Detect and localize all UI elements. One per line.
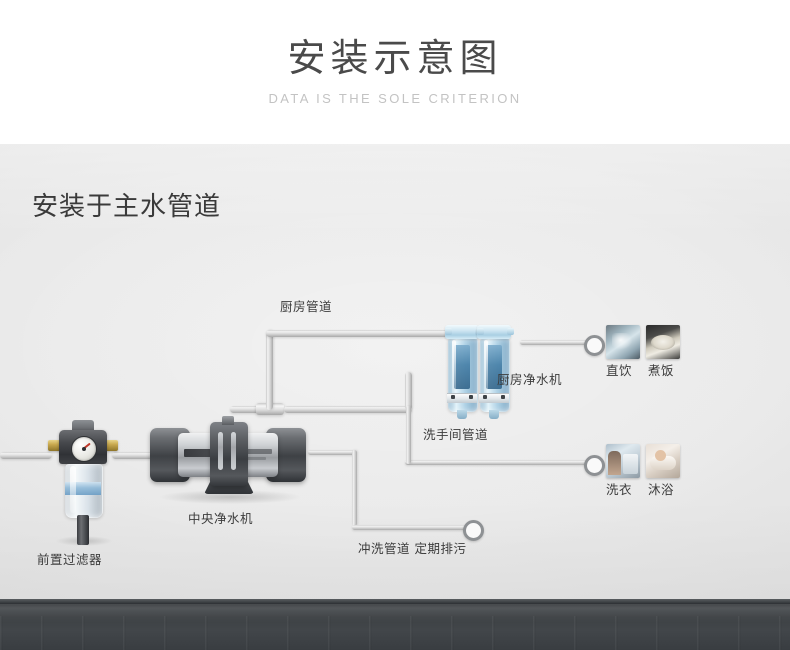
cartridge-band	[479, 393, 509, 403]
diagram-scene: 安装于主水管道	[0, 144, 790, 650]
kitchen-purifier-device	[445, 325, 516, 421]
gauge-hub-icon	[81, 446, 86, 451]
pipe-bathroom-output	[405, 460, 590, 465]
cartridge-sheen	[484, 340, 488, 400]
floor-baseboard	[0, 599, 790, 604]
pipe-bathroom-riser	[405, 372, 412, 410]
cartridge-head	[445, 325, 479, 339]
pipe-main-inlet	[0, 452, 52, 459]
central-purifier-brand-mark	[184, 449, 226, 457]
cartridge-core	[454, 345, 470, 389]
scene-title: 安装于主水管道	[32, 192, 222, 222]
pipe-bathroom-drop	[406, 406, 411, 464]
bathtub-icon	[646, 444, 680, 478]
cartridge-band-dot	[501, 395, 505, 399]
page-title: 安装示意图	[287, 36, 503, 80]
cartridge-band-dot	[451, 395, 455, 399]
washing-machine-icon	[606, 444, 640, 478]
endpoint-kitchen-output	[584, 335, 605, 356]
cartridge-core	[486, 345, 502, 389]
central-purifier-slot	[231, 432, 236, 470]
water-glass-icon	[606, 325, 640, 359]
pipe-prefilter-to-central	[112, 452, 160, 459]
cartridge-sheen	[452, 340, 456, 400]
cartridge-inlet-port	[445, 328, 452, 335]
label-pre-filter: 前置过滤器	[37, 552, 103, 567]
central-purifier-device	[148, 416, 308, 508]
output-label-drink: 直饮	[606, 363, 633, 378]
central-purifier-shadow	[160, 490, 300, 504]
pressure-gauge-icon	[71, 436, 97, 462]
pre-filter-outlet-fitting	[104, 440, 118, 451]
label-flush-pipe: 冲洗管道 定期排污	[358, 541, 467, 556]
page-header: 安装示意图 DATA IS THE SOLE CRITERION	[0, 0, 790, 144]
label-central-purifier: 中央净水机	[188, 511, 254, 526]
floor-planks	[0, 616, 790, 650]
pipe-kitchen-run	[266, 330, 456, 337]
endpoint-bathroom-output	[584, 455, 605, 476]
cartridge-inlet-port	[477, 328, 484, 335]
central-purifier-slot	[218, 432, 223, 470]
cartridge-band-dot	[469, 395, 473, 399]
cartridge-band-dot	[483, 395, 487, 399]
output-label-cooking: 煮饭	[648, 363, 675, 378]
floor-sheen	[0, 604, 790, 650]
kitchen-purifier-cartridge	[477, 325, 514, 421]
rice-bowl-icon	[646, 325, 680, 359]
label-bathroom-pipe: 洗手间管道	[423, 427, 489, 442]
pre-filter-device	[48, 420, 118, 546]
cartridge-band	[447, 393, 477, 403]
central-purifier-top-port	[222, 416, 234, 425]
pre-filter-bowl-sheen	[70, 466, 76, 513]
page-subtitle: DATA IS THE SOLE CRITERION	[268, 91, 522, 106]
pipe-flush-from-central	[308, 450, 356, 455]
pre-filter-neck	[72, 420, 94, 432]
pre-filter-inlet-fitting	[48, 440, 62, 451]
floor	[0, 600, 790, 650]
kitchen-purifier-cartridge	[445, 325, 482, 421]
pipe-flush-drop	[352, 450, 357, 526]
cartridge-foot	[489, 410, 499, 419]
output-label-laundry: 洗衣	[606, 482, 633, 497]
cartridge-outlet-port	[507, 328, 514, 335]
label-kitchen-purifier: 厨房净水机	[497, 372, 563, 387]
central-purifier-housing	[210, 422, 248, 486]
cartridge-foot	[457, 410, 467, 419]
cartridge-head	[477, 325, 511, 339]
output-label-shower: 沐浴	[648, 482, 675, 497]
pipe-flush-run	[352, 525, 468, 530]
pipe-central-outlet	[230, 406, 272, 413]
label-kitchen-pipe: 厨房管道	[280, 299, 333, 314]
pipe-kitchen-riser	[266, 330, 273, 410]
pipe-bathroom-run-lower	[284, 406, 412, 413]
pipe-kitchen-output	[520, 340, 590, 345]
central-purifier-model-mark	[242, 449, 272, 454]
endpoint-flush-output	[463, 520, 484, 541]
central-purifier-model-submark	[244, 457, 266, 460]
pre-filter-drain-valve	[77, 515, 89, 545]
